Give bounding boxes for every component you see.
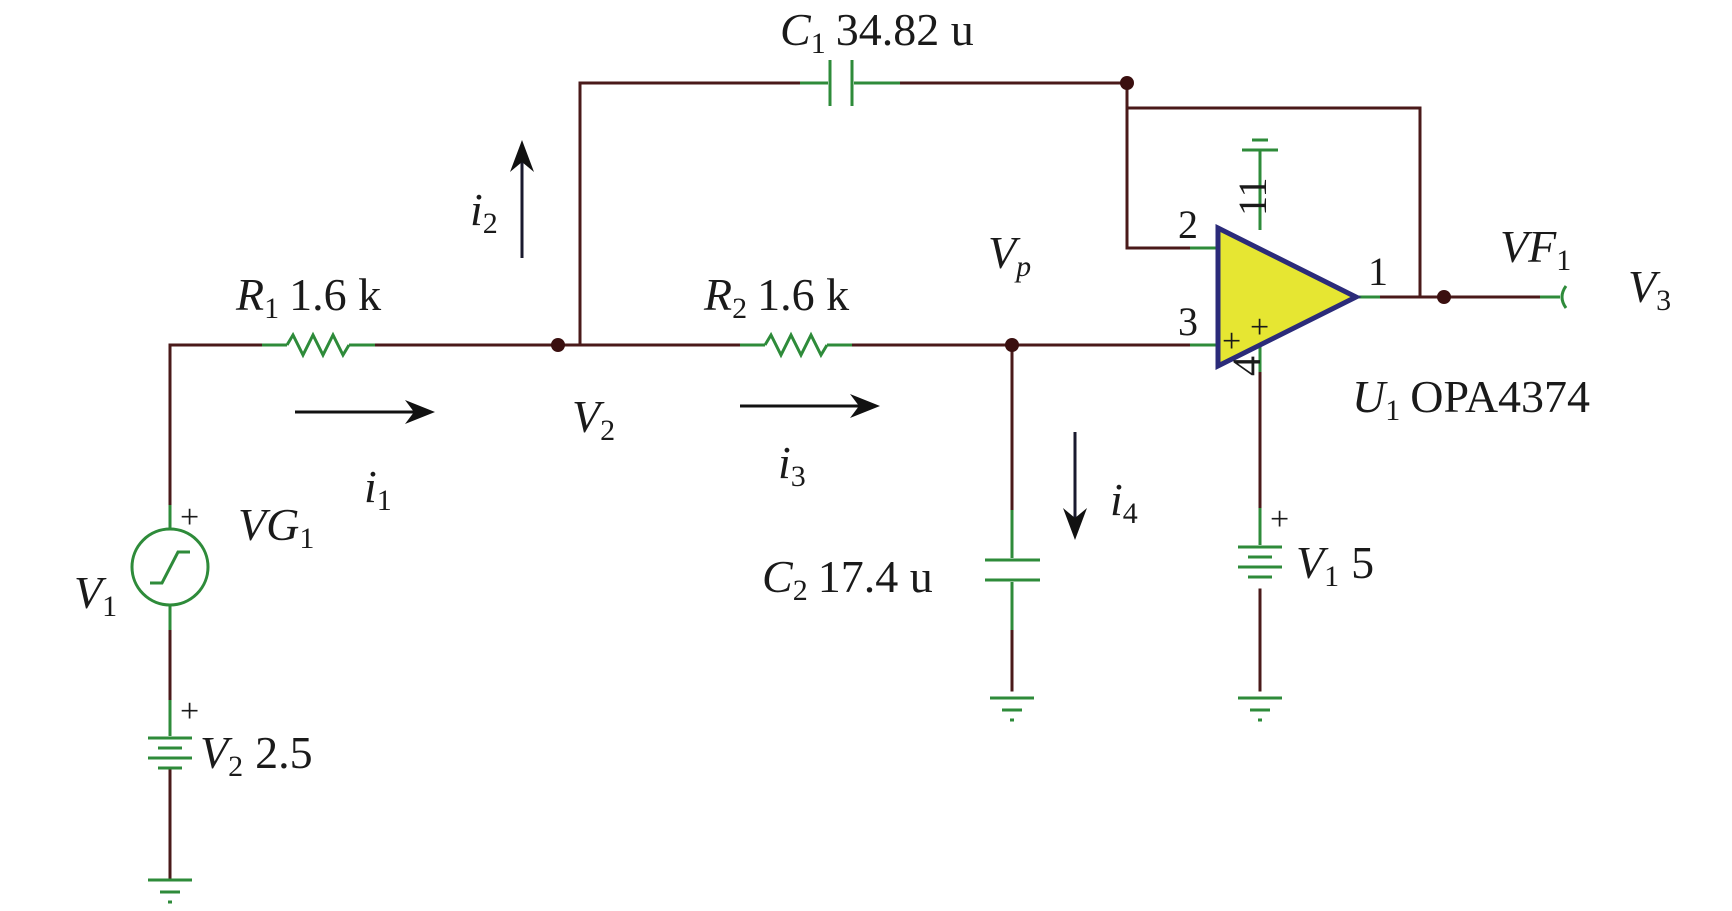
pin-1-label: 1 bbox=[1368, 249, 1388, 294]
node-v2-junction bbox=[551, 338, 565, 352]
plus-sign-opamp-supply: + bbox=[1250, 309, 1269, 346]
node-v2-label: V2 bbox=[572, 391, 615, 447]
pin-11-label: 11 bbox=[1230, 177, 1275, 216]
node-output-junction bbox=[1437, 290, 1451, 304]
pin-2-label: 2 bbox=[1178, 202, 1198, 247]
opamp-u1 bbox=[1190, 138, 1380, 372]
arrow-i2 bbox=[510, 140, 534, 258]
battery-v1-supply bbox=[1238, 508, 1282, 579]
node-feedback-junction bbox=[1120, 76, 1134, 90]
node-v3-label: V3 bbox=[1628, 261, 1671, 317]
ground-bias bbox=[148, 878, 192, 904]
current-i3-label: i3 bbox=[778, 437, 806, 493]
plus-sign-opamp-input: + bbox=[1222, 323, 1241, 360]
resistor-r2 bbox=[740, 331, 852, 359]
node-v1-label: V1 bbox=[74, 567, 117, 623]
ground-c2 bbox=[990, 696, 1034, 722]
plus-sign-v1-supply: + bbox=[1270, 501, 1289, 538]
arrow-i4 bbox=[1063, 432, 1087, 540]
current-i1-label: i1 bbox=[364, 461, 392, 517]
arrow-i3 bbox=[740, 394, 880, 418]
vg1-label: VG1 bbox=[238, 499, 314, 555]
capacitor-c1 bbox=[800, 60, 900, 106]
plus-sign-v2-bias: + bbox=[180, 693, 199, 730]
probe-vf1 bbox=[1540, 285, 1568, 309]
vf1-label: VF1 bbox=[1500, 221, 1571, 277]
node-vp-label: Vp bbox=[988, 227, 1031, 283]
pin-4-label: 4 bbox=[1224, 356, 1269, 376]
pin-3-label: 3 bbox=[1178, 299, 1198, 344]
node-vp-junction bbox=[1005, 338, 1019, 352]
source-vg1 bbox=[130, 505, 210, 630]
capacitor-c2 bbox=[985, 510, 1040, 630]
opamp-triangle bbox=[1215, 223, 1362, 371]
current-i2-label: i2 bbox=[470, 184, 498, 240]
arrow-i1 bbox=[295, 400, 435, 424]
plus-sign-vg1: + bbox=[180, 499, 199, 536]
current-i4-label: i4 bbox=[1110, 474, 1138, 530]
battery-v2 bbox=[148, 700, 192, 770]
ground-supply bbox=[1238, 696, 1282, 722]
resistor-r1 bbox=[262, 331, 375, 359]
wires bbox=[168, 81, 1542, 882]
